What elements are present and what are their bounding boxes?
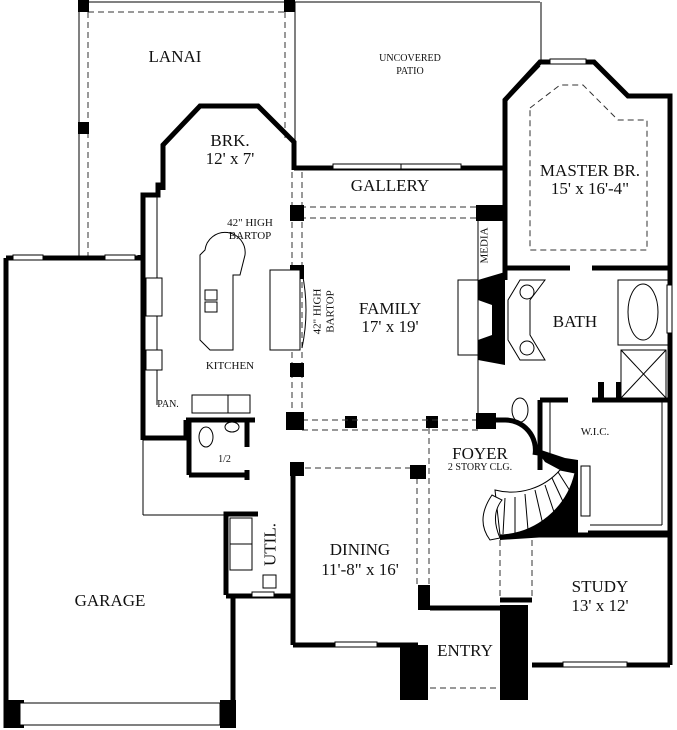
room-label-patio: PATIO — [396, 66, 424, 77]
room-label-lanai: LANAI — [148, 47, 202, 66]
media-niche — [457, 168, 508, 420]
entry-walls — [400, 585, 528, 700]
room-label-wic: W.I.C. — [580, 426, 610, 438]
room-label-half-bath: 1/2 — [218, 454, 231, 465]
room-label-pantry: PAN. — [157, 399, 179, 410]
family-lower-boundary — [286, 412, 496, 431]
room-label-gallery: GALLERY — [350, 176, 430, 195]
annotation-kitchen-bartop-line1: 42" HIGH — [227, 217, 273, 229]
uncovered-patio-area — [294, 2, 542, 165]
lanai-area — [78, 0, 540, 258]
room-label-family: FAMILY — [358, 299, 422, 318]
gallery-walls — [290, 163, 506, 430]
room-size-dining: 11'-8" x 16' — [321, 560, 399, 579]
study-walls — [516, 532, 673, 668]
room-label-kitchen: KITCHEN — [205, 360, 255, 372]
room-label-uncovered-patio: UNCOVERED — [379, 53, 441, 64]
annotation-family-bartop-line1: 42" HIGH — [311, 288, 324, 335]
room-label-study: STUDY — [571, 577, 629, 596]
room-size-breakfast: 12' x 7' — [205, 149, 255, 168]
bath-fixtures — [507, 270, 673, 535]
room-label-dining: DINING — [329, 540, 391, 559]
room-label-entry: ENTRY — [437, 641, 493, 660]
room-label-bath: BATH — [552, 312, 598, 331]
room-size-study: 13' x 12' — [571, 596, 629, 615]
room-label-breakfast: BRK. — [210, 131, 250, 150]
room-label-utility: UTIL. — [260, 523, 280, 566]
room-label-foyer: FOYER — [452, 444, 508, 463]
room-label-master-bedroom: MASTER BR. — [539, 161, 641, 180]
half-bath-walls — [186, 420, 250, 480]
room-size-master-bedroom: 15' x 16'-4" — [550, 179, 630, 198]
room-note-foyer: 2 STORY CLG. — [447, 462, 513, 473]
room-label-garage: GARAGE — [74, 591, 146, 610]
breakfast-bay-walls — [140, 103, 297, 440]
room-size-family: 17' x 19' — [361, 317, 419, 336]
garage-walls — [3, 254, 236, 728]
foyer-stair — [345, 416, 578, 605]
master-bedroom-walls — [502, 58, 673, 271]
room-label-media: MEDIA — [478, 227, 491, 264]
annotation-kitchen-bartop-line2: BARTOP — [228, 230, 272, 242]
kitchen-fixtures — [143, 195, 307, 441]
dining-walls — [290, 462, 426, 648]
